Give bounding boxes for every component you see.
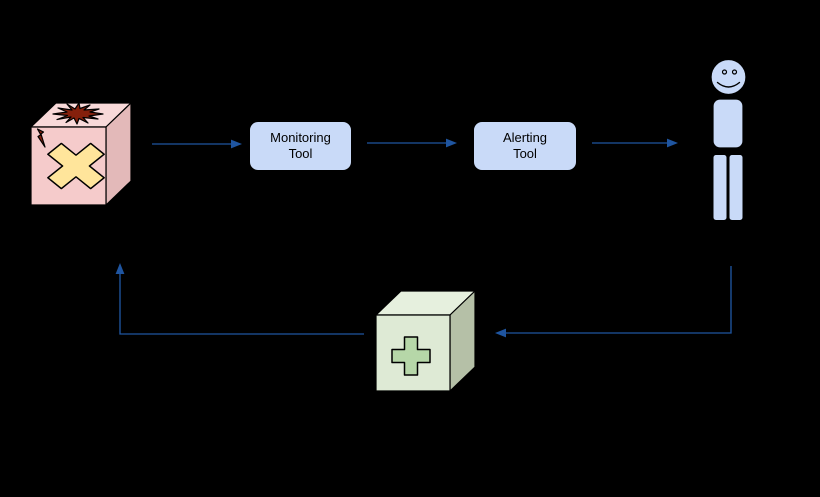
lightning-bolt-icon — [36, 128, 46, 148]
explosion-burst-icon — [52, 102, 104, 125]
edge-operator-to-fix — [495, 266, 732, 338]
arrowhead-right-icon — [667, 138, 678, 148]
arrowhead-right-icon — [446, 138, 457, 148]
arrowhead-right-icon — [231, 139, 242, 149]
edge-alerting-to-operator — [592, 138, 678, 148]
monitoring-tool-label: Monitoring Tool — [270, 130, 331, 161]
person-smiley-icon — [710, 58, 747, 220]
edge-fix-to-broken — [115, 263, 364, 335]
monitoring-tool-node: Monitoring Tool — [249, 121, 352, 171]
person-right-eye — [731, 69, 738, 75]
alerting-tool-node: Alerting Tool — [473, 121, 577, 171]
person-left-leg — [713, 155, 727, 220]
alerting-tool-label: Alerting Tool — [502, 130, 548, 161]
person-head — [710, 58, 747, 96]
person-torso — [712, 98, 744, 149]
error-x-icon — [47, 142, 105, 190]
plus-mark-icon — [391, 336, 431, 376]
edge-polyline — [504, 266, 732, 334]
damaged-cube-icon — [30, 102, 132, 206]
edge-monitoring-to-alerting — [367, 138, 457, 148]
person-smile — [716, 81, 741, 88]
arrowhead-left-icon — [495, 328, 506, 338]
edge-broken-to-monitoring — [152, 139, 242, 149]
person-right-leg — [729, 155, 743, 220]
person-left-eye — [721, 69, 728, 75]
plus-cube-icon — [375, 290, 476, 392]
arrowhead-up-icon — [115, 263, 125, 274]
edge-polyline — [119, 272, 364, 335]
